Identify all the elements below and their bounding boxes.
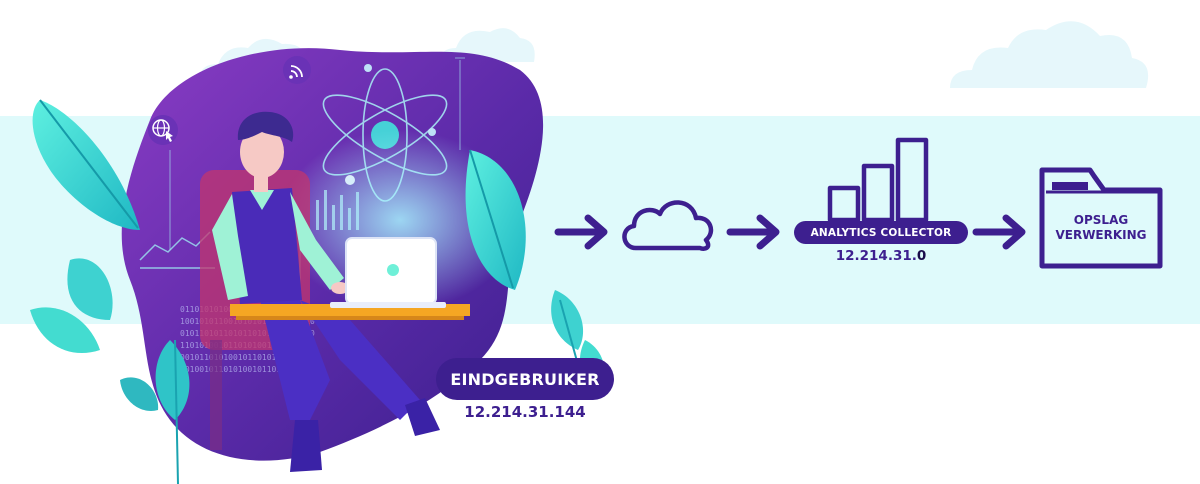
collector-ip-prefix: 12.214.31. xyxy=(835,248,917,264)
analytics-collector-label: ANALYTICS COLLECTOR xyxy=(794,221,968,244)
arrow-right-icon xyxy=(972,214,1026,250)
end-user-label: EINDGEBRUIKER xyxy=(436,358,614,400)
folder-icon xyxy=(1039,167,1163,269)
storage-label: OPSLAG VERWERKING xyxy=(1046,213,1156,243)
svg-text:1010010110101001011010100101: 1010010110101001011010100101 xyxy=(180,365,315,374)
collector-ip-suffix: 0 xyxy=(916,248,927,264)
storage-label-line1: OPSLAG xyxy=(1073,213,1129,227)
storage-label-line2: VERWERKING xyxy=(1055,228,1147,242)
screen-glow xyxy=(280,130,520,310)
end-user-ip: 12.214.31.144 xyxy=(464,403,586,421)
globe-icon xyxy=(148,115,178,145)
bar-chart-icon xyxy=(827,137,929,223)
cloud-icon xyxy=(622,200,714,251)
analytics-collector-ip: 12.214.31.0 xyxy=(794,248,968,264)
arrow-right-icon xyxy=(726,214,780,250)
arrow-right-icon xyxy=(554,214,608,250)
svg-text:0010110101001011010100101101: 0010110101001011010100101101 xyxy=(180,353,315,362)
laptop-icon xyxy=(330,237,446,308)
leaves-left xyxy=(30,99,190,484)
person xyxy=(212,111,440,472)
wifi-icon xyxy=(283,56,311,84)
